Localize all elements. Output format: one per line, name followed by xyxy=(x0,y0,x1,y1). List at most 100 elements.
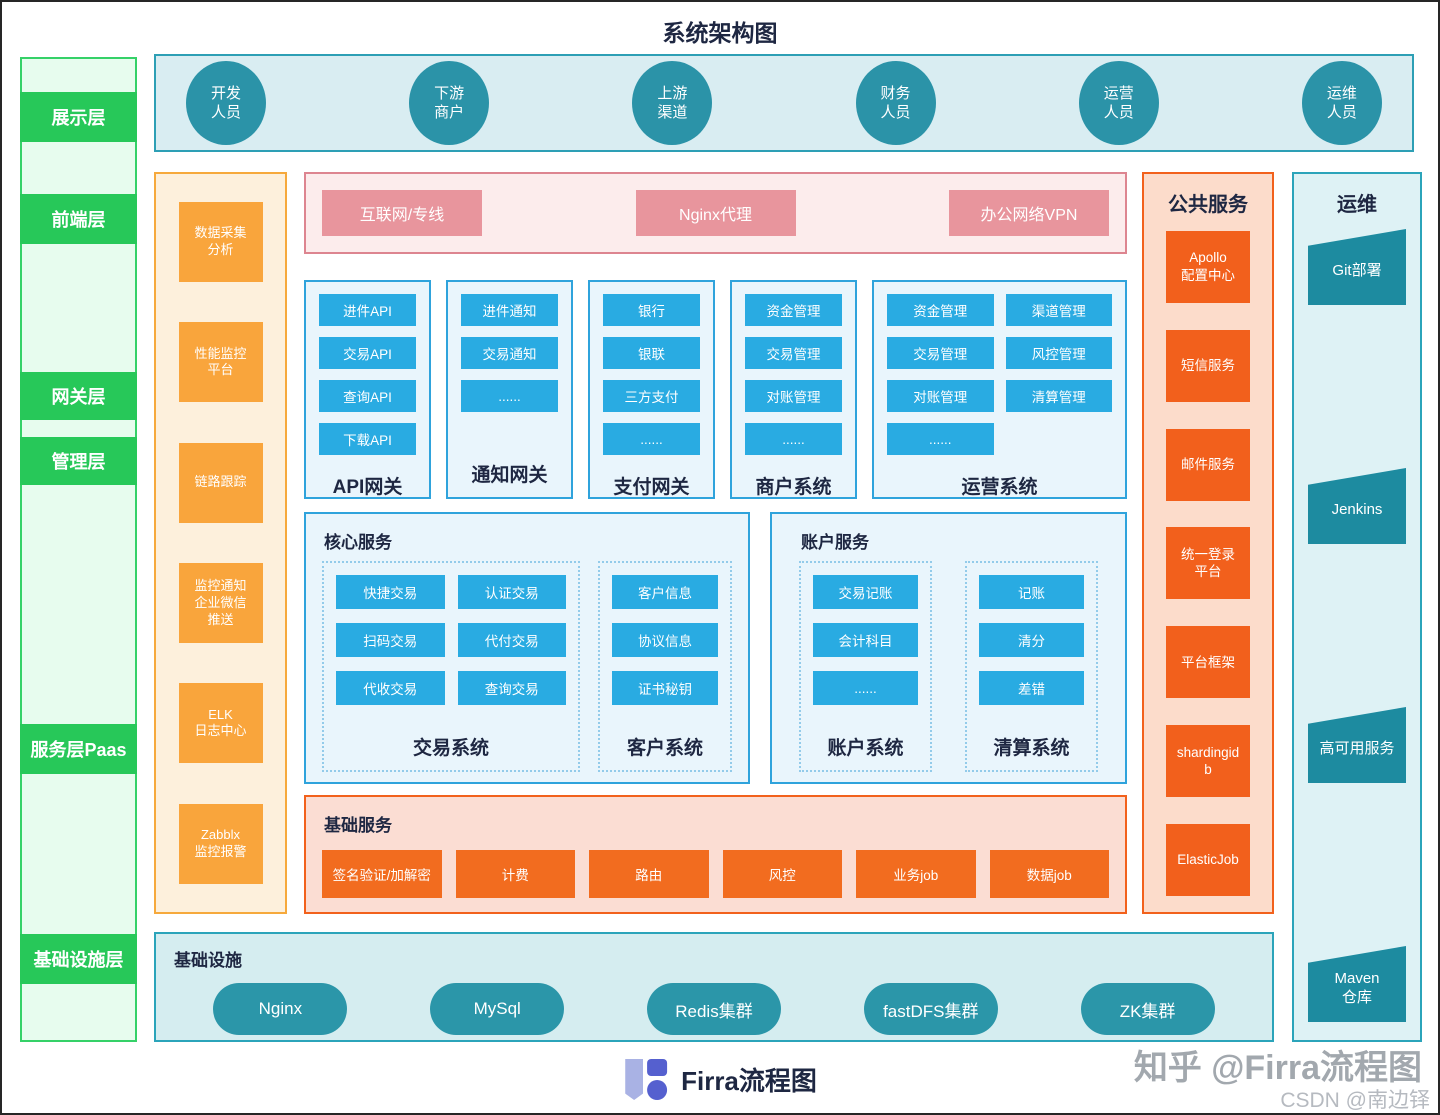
panel-title: 运营系统 xyxy=(961,477,1038,498)
node-trade: 扫码交易 xyxy=(336,623,445,657)
node-office-vpn: 办公网络VPN xyxy=(949,190,1109,236)
node-base-service: 数据job xyxy=(989,850,1109,898)
logo-circle-shape xyxy=(647,1080,668,1100)
group-title: 账户系统 xyxy=(827,738,904,759)
panel-api-gateway: 进件API 交易API 查询API 下载API API网关 xyxy=(304,280,431,499)
node-sms: 短信服务 xyxy=(1166,329,1250,402)
node-account: ...... xyxy=(813,671,918,705)
group-title: 客户系统 xyxy=(626,738,703,759)
actor-finance: 财务 人员 xyxy=(855,61,936,145)
panel-title: 商户系统 xyxy=(755,477,832,498)
node-nginx-proxy: Nginx代理 xyxy=(635,190,796,236)
node-operation: 对账管理 xyxy=(887,380,994,412)
node-notify: 进件通知 xyxy=(461,294,558,326)
layer-sidebar: 展示层 前端层 网关层 管理层 服务层Paas 基础设施层 xyxy=(20,57,137,1042)
panel-operation-system: 资金管理 交易管理 对账管理 ...... 渠道管理 风控管理 清算管理 运营系… xyxy=(872,280,1127,499)
node-merchant: 资金管理 xyxy=(745,294,842,326)
node-nginx: Nginx xyxy=(213,983,348,1035)
layer-frontend: 前端层 xyxy=(20,194,137,244)
section-title: 核心服务 xyxy=(324,533,392,552)
node-platform-framework: 平台框架 xyxy=(1166,626,1250,699)
core-services-panel: 核心服务 快捷交易 认证交易 扫码交易 代付交易 代收交易 查询交易 交易系统 … xyxy=(304,512,750,784)
node-merchant: ...... xyxy=(745,423,842,455)
group-customer-system: 客户信息 协议信息 证书秘钥 客户系统 xyxy=(598,561,732,772)
node-operation: 交易管理 xyxy=(887,337,994,369)
section-title: 运维 xyxy=(1337,194,1377,216)
node-trade: 快捷交易 xyxy=(336,575,445,609)
node-trade: 代付交易 xyxy=(457,623,566,657)
brand-text: Firra流程图 xyxy=(681,1065,817,1096)
node-pay: 银行 xyxy=(603,294,700,326)
node-redis: Redis集群 xyxy=(646,983,781,1035)
logo-pen-shape xyxy=(625,1059,644,1100)
section-title: 基础服务 xyxy=(324,816,392,835)
section-title: 基础设施 xyxy=(174,951,242,970)
node-base-service: 业务job xyxy=(856,850,976,898)
node-clearing: 清分 xyxy=(979,623,1084,657)
node-pay: ...... xyxy=(603,423,700,455)
node-pay: 三方支付 xyxy=(603,380,700,412)
node-sso: 统一登录 平台 xyxy=(1166,527,1250,600)
node-tracing: 链路跟踪 xyxy=(178,442,263,523)
panel-merchant-system: 资金管理 交易管理 对账管理 ...... 商户系统 xyxy=(730,280,857,499)
node-account: 会计科目 xyxy=(813,623,918,657)
node-maven-repo: Maven 仓库 xyxy=(1308,946,1406,1022)
logo-square-shape xyxy=(647,1059,668,1076)
node-customer: 协议信息 xyxy=(612,623,718,657)
node-perf-monitor: 性能监控 平台 xyxy=(178,322,263,403)
layer-gateway: 网关层 xyxy=(20,372,137,420)
node-mail: 邮件服务 xyxy=(1166,428,1250,501)
base-services-panel: 基础服务 签名验证/加解密 计费 路由 风控 业务job 数据job xyxy=(304,795,1127,914)
public-services-column: 公共服务 Apollo 配置中心 短信服务 邮件服务 统一登录 平台 平台框架 … xyxy=(1142,172,1274,914)
account-services-panel: 账户服务 交易记账 会计科目 ...... 账户系统 记账 清分 差错 清算系统 xyxy=(770,512,1127,784)
node-operation: 风控管理 xyxy=(1005,337,1112,369)
actor-ops-staff: 运维 人员 xyxy=(1301,61,1382,145)
node-notify: ...... xyxy=(461,380,558,412)
footer-brand: Firra流程图 xyxy=(623,1056,817,1102)
layer-manage: 管理层 xyxy=(20,437,137,485)
network-row: 互联网/专线 Nginx代理 办公网络VPN xyxy=(304,172,1127,254)
node-api: 查询API xyxy=(319,380,416,412)
page-title: 系统架构图 xyxy=(662,20,778,46)
actor-downstream-merchant: 下游 商户 xyxy=(409,61,490,145)
node-pay: 银联 xyxy=(603,337,700,369)
node-apollo: Apollo 配置中心 xyxy=(1166,231,1250,303)
node-zabbix: Zabblx 监控报警 xyxy=(178,803,263,884)
layer-display: 展示层 xyxy=(20,92,137,142)
group-title: 清算系统 xyxy=(993,738,1070,759)
group-title: 交易系统 xyxy=(412,738,489,759)
node-base-service: 风控 xyxy=(722,850,842,898)
node-api: 进件API xyxy=(319,294,416,326)
node-wechat-notify: 监控通知 企业微信 推送 xyxy=(178,563,263,644)
node-ha-service: 高可用服务 xyxy=(1308,707,1406,783)
node-customer: 证书秘钥 xyxy=(612,671,718,705)
node-notify: 交易通知 xyxy=(461,337,558,369)
node-zk: ZK集群 xyxy=(1080,983,1215,1035)
layer-service-paas: 服务层Paas xyxy=(20,724,137,774)
section-title: 公共服务 xyxy=(1168,194,1248,216)
node-data-collect: 数据采集 分析 xyxy=(178,202,263,283)
node-operation: ...... xyxy=(887,423,994,455)
node-elk: ELK 日志中心 xyxy=(178,683,263,764)
node-operation: 渠道管理 xyxy=(1005,294,1112,326)
layer-infrastructure: 基础设施层 xyxy=(20,934,137,984)
group-account-system: 交易记账 会计科目 ...... 账户系统 xyxy=(799,561,932,772)
node-mysql: MySql xyxy=(430,983,565,1035)
node-account: 交易记账 xyxy=(813,575,918,609)
group-clearing-system: 记账 清分 差错 清算系统 xyxy=(965,561,1098,772)
actor-upstream-channel: 上游 渠道 xyxy=(632,61,713,145)
watermark-csdn: CSDN @南边铎 xyxy=(1280,1089,1430,1112)
node-api: 交易API xyxy=(319,337,416,369)
actors-panel: 开发 人员 下游 商户 上游 渠道 财务 人员 运营 人员 运维 人员 xyxy=(154,54,1414,152)
node-internet-line: 互联网/专线 xyxy=(322,190,482,236)
node-merchant: 交易管理 xyxy=(745,337,842,369)
node-operation: 资金管理 xyxy=(887,294,994,326)
firra-logo-icon xyxy=(623,1056,669,1102)
node-git-deploy: Git部署 xyxy=(1308,229,1406,305)
panel-notify-gateway: 进件通知 交易通知 ...... 通知网关 xyxy=(446,280,573,499)
panel-pay-gateway: 银行 银联 三方支付 ...... 支付网关 xyxy=(588,280,715,499)
node-operation: 清算管理 xyxy=(1005,380,1112,412)
node-customer: 客户信息 xyxy=(612,575,718,609)
section-title: 账户服务 xyxy=(801,533,869,552)
